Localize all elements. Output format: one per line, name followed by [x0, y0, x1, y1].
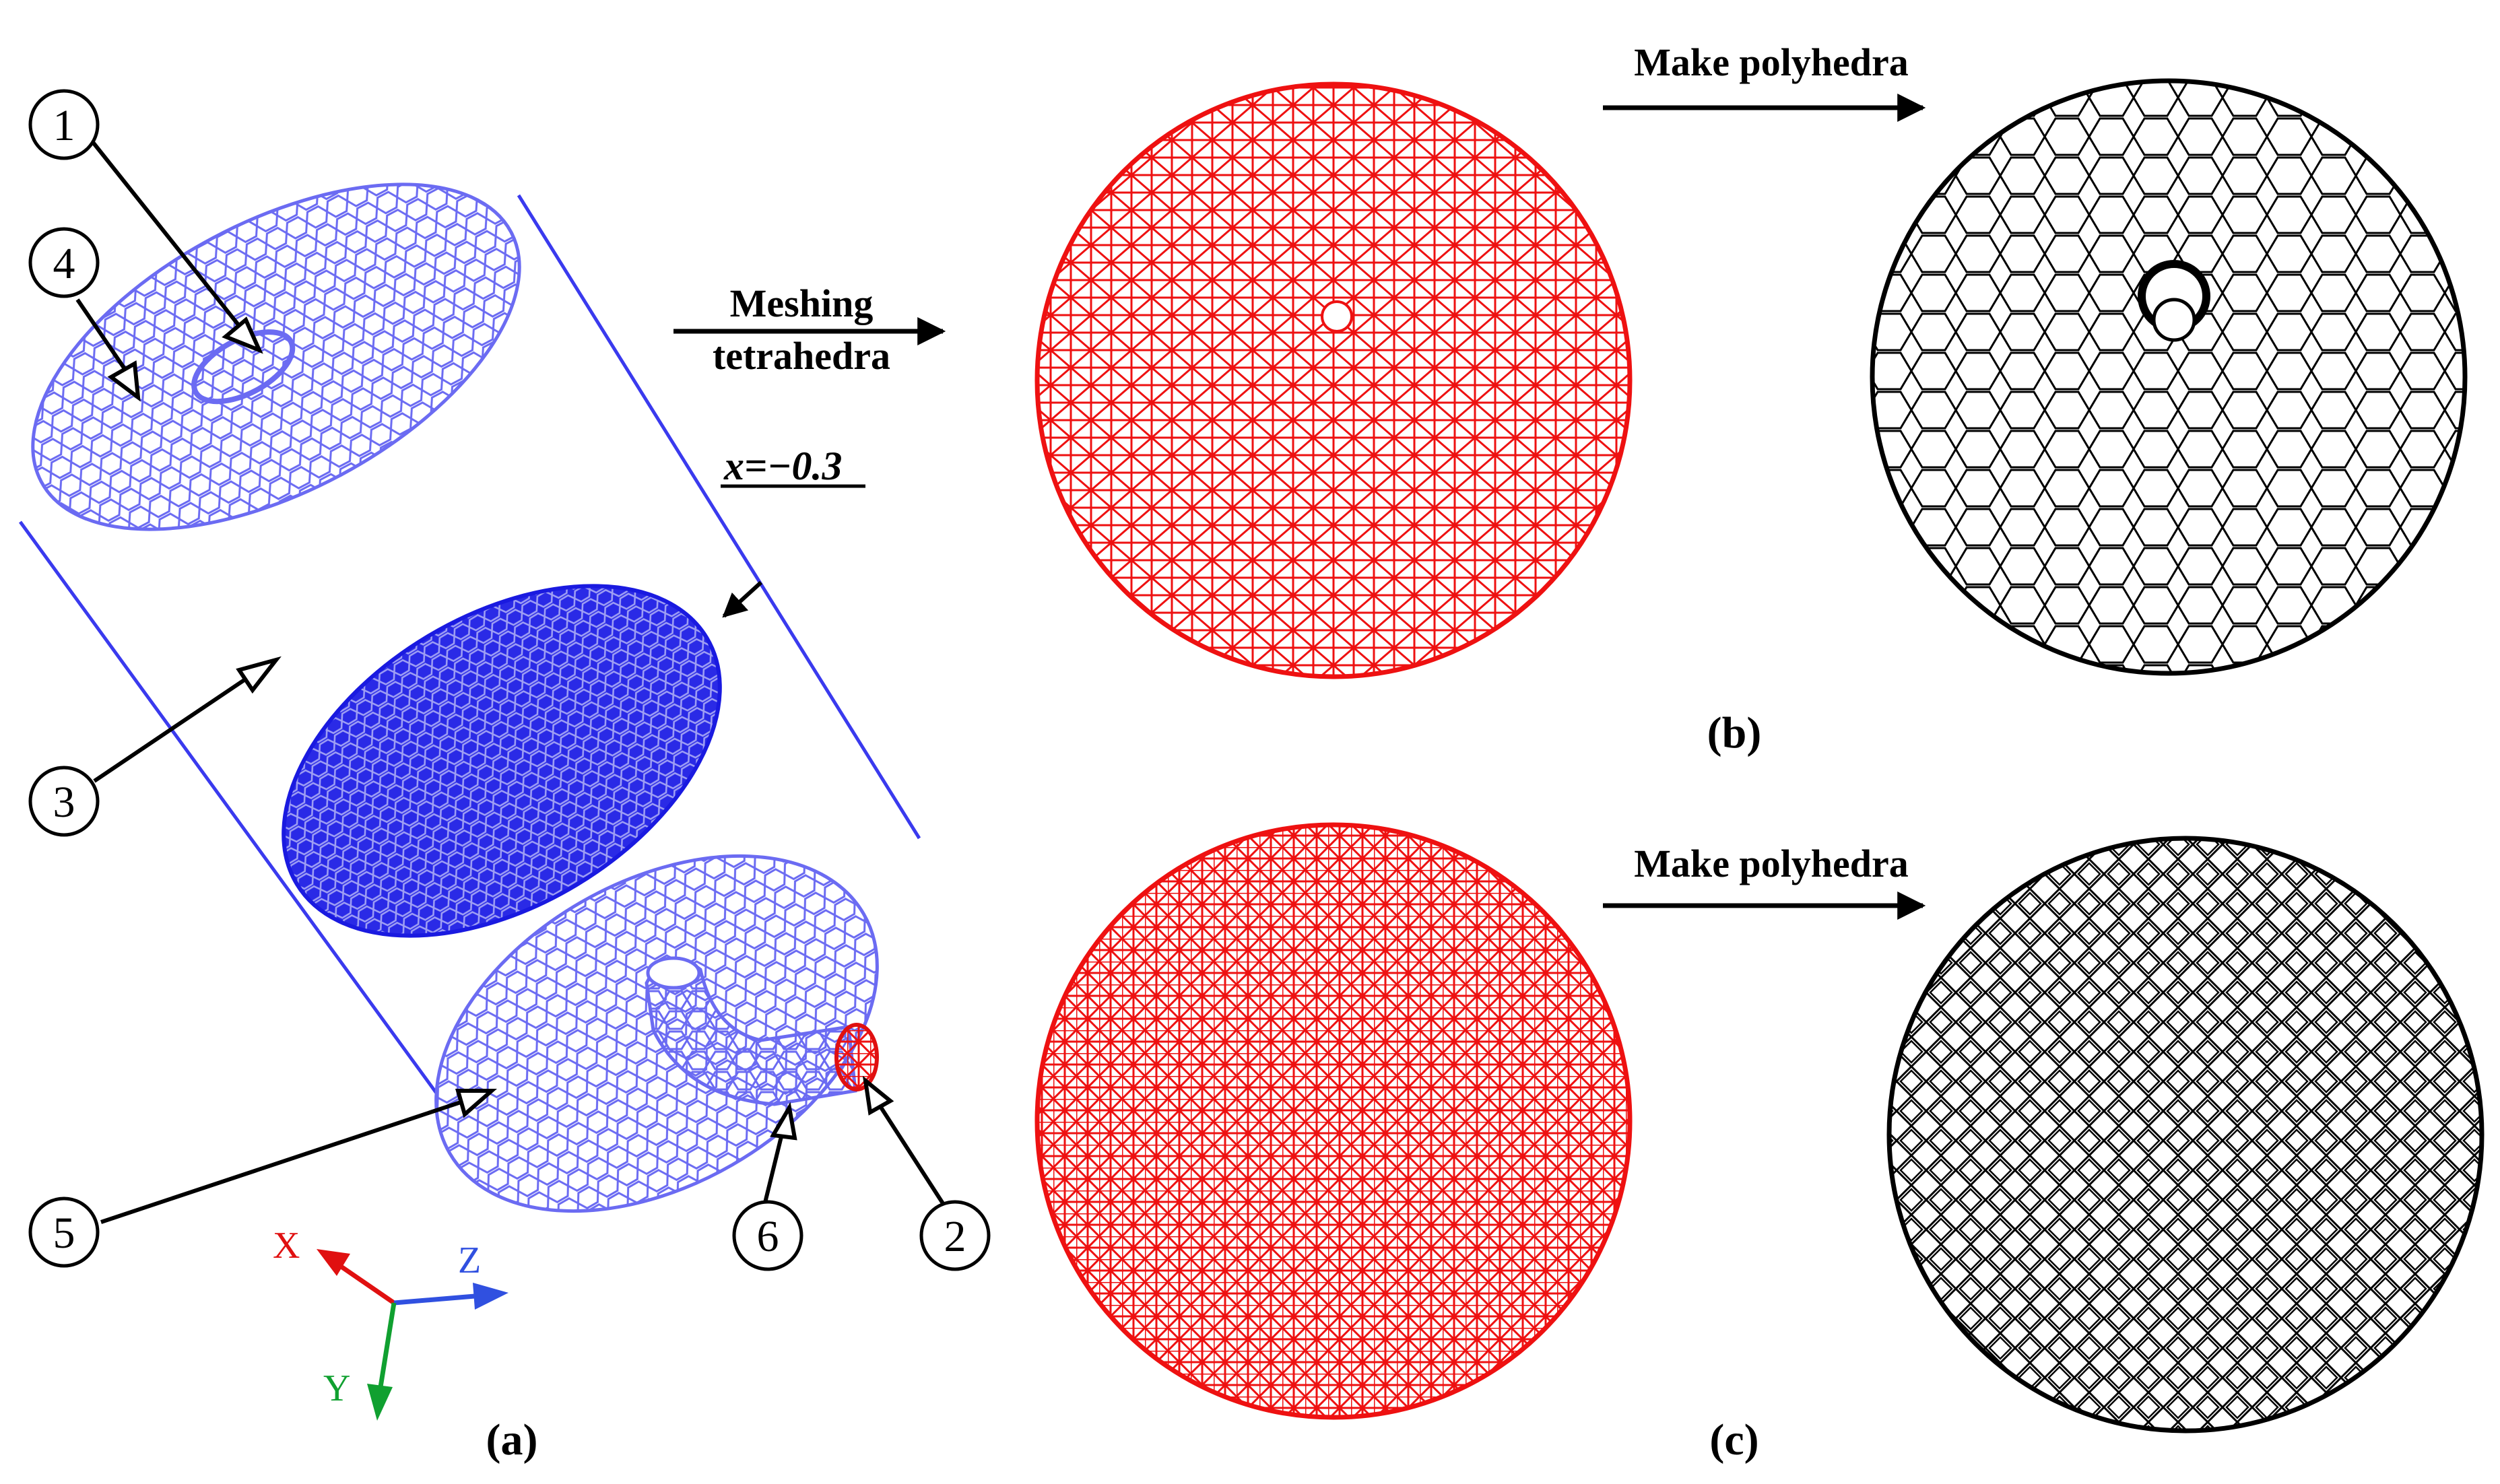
meshing-label-line2: tetrahedra	[713, 334, 890, 378]
callout-5-circle	[28, 1196, 100, 1268]
outlet-hole	[1321, 300, 1353, 333]
outlet-face-mesh	[834, 1023, 879, 1091]
panel-a-label: (a)	[486, 1415, 538, 1464]
polyhedra-label-c: Make polyhedra	[1634, 842, 1909, 885]
callout-2-circle	[919, 1200, 991, 1271]
polyhedra-label-b: Make polyhedra	[1634, 40, 1909, 84]
section-arrow	[722, 580, 763, 618]
panel-b: Meshing tetrahedra Make polyhedra (b)	[673, 40, 2468, 757]
callout-4-label: 4	[53, 239, 75, 288]
axis-z-label: Z	[458, 1240, 481, 1281]
panel-c-label: (c)	[1709, 1415, 1758, 1464]
callout-circles	[28, 89, 991, 1271]
cylinder-outline	[18, 194, 921, 1106]
polyhedral-mesh-disk	[1870, 78, 2468, 676]
callout-4-circle	[28, 227, 100, 298]
callout-1-circle	[28, 89, 100, 160]
callout-3-label: 3	[53, 778, 75, 827]
section-label: x=−0.3	[723, 444, 843, 488]
tetrahedral-mesh-disk-dense	[1034, 822, 1633, 1420]
callout-1-label: 1	[53, 101, 75, 150]
callout-2-label: 2	[944, 1212, 966, 1261]
panel-c: Make polyhedra (c)	[1034, 822, 2485, 1464]
callout-6-circle	[732, 1200, 803, 1271]
callout-5-label: 5	[53, 1209, 75, 1258]
section-disk-mesh	[282, 584, 722, 938]
axis-x-label: X	[273, 1225, 300, 1267]
callout-arrows	[75, 130, 948, 1224]
top-disk-mesh	[31, 182, 521, 531]
panel-a: 1 4 3 5 6 2 x=−0.3 X Z Y (a)	[18, 89, 991, 1464]
callout-3-circle	[28, 766, 100, 837]
panel-b-label: (b)	[1707, 708, 1762, 757]
tetrahedral-mesh-disk	[1034, 81, 1633, 679]
outlet-hole	[2152, 298, 2196, 342]
coordinate-axes-icon: X Z Y	[273, 1225, 508, 1421]
polyhedral-mesh-disk-dense	[1886, 836, 2485, 1434]
bottom-disk-mesh	[434, 854, 879, 1213]
callout-6-label: 6	[757, 1212, 779, 1261]
axis-y-label: Y	[323, 1368, 350, 1409]
meshing-label-line1: Meshing	[730, 281, 874, 325]
